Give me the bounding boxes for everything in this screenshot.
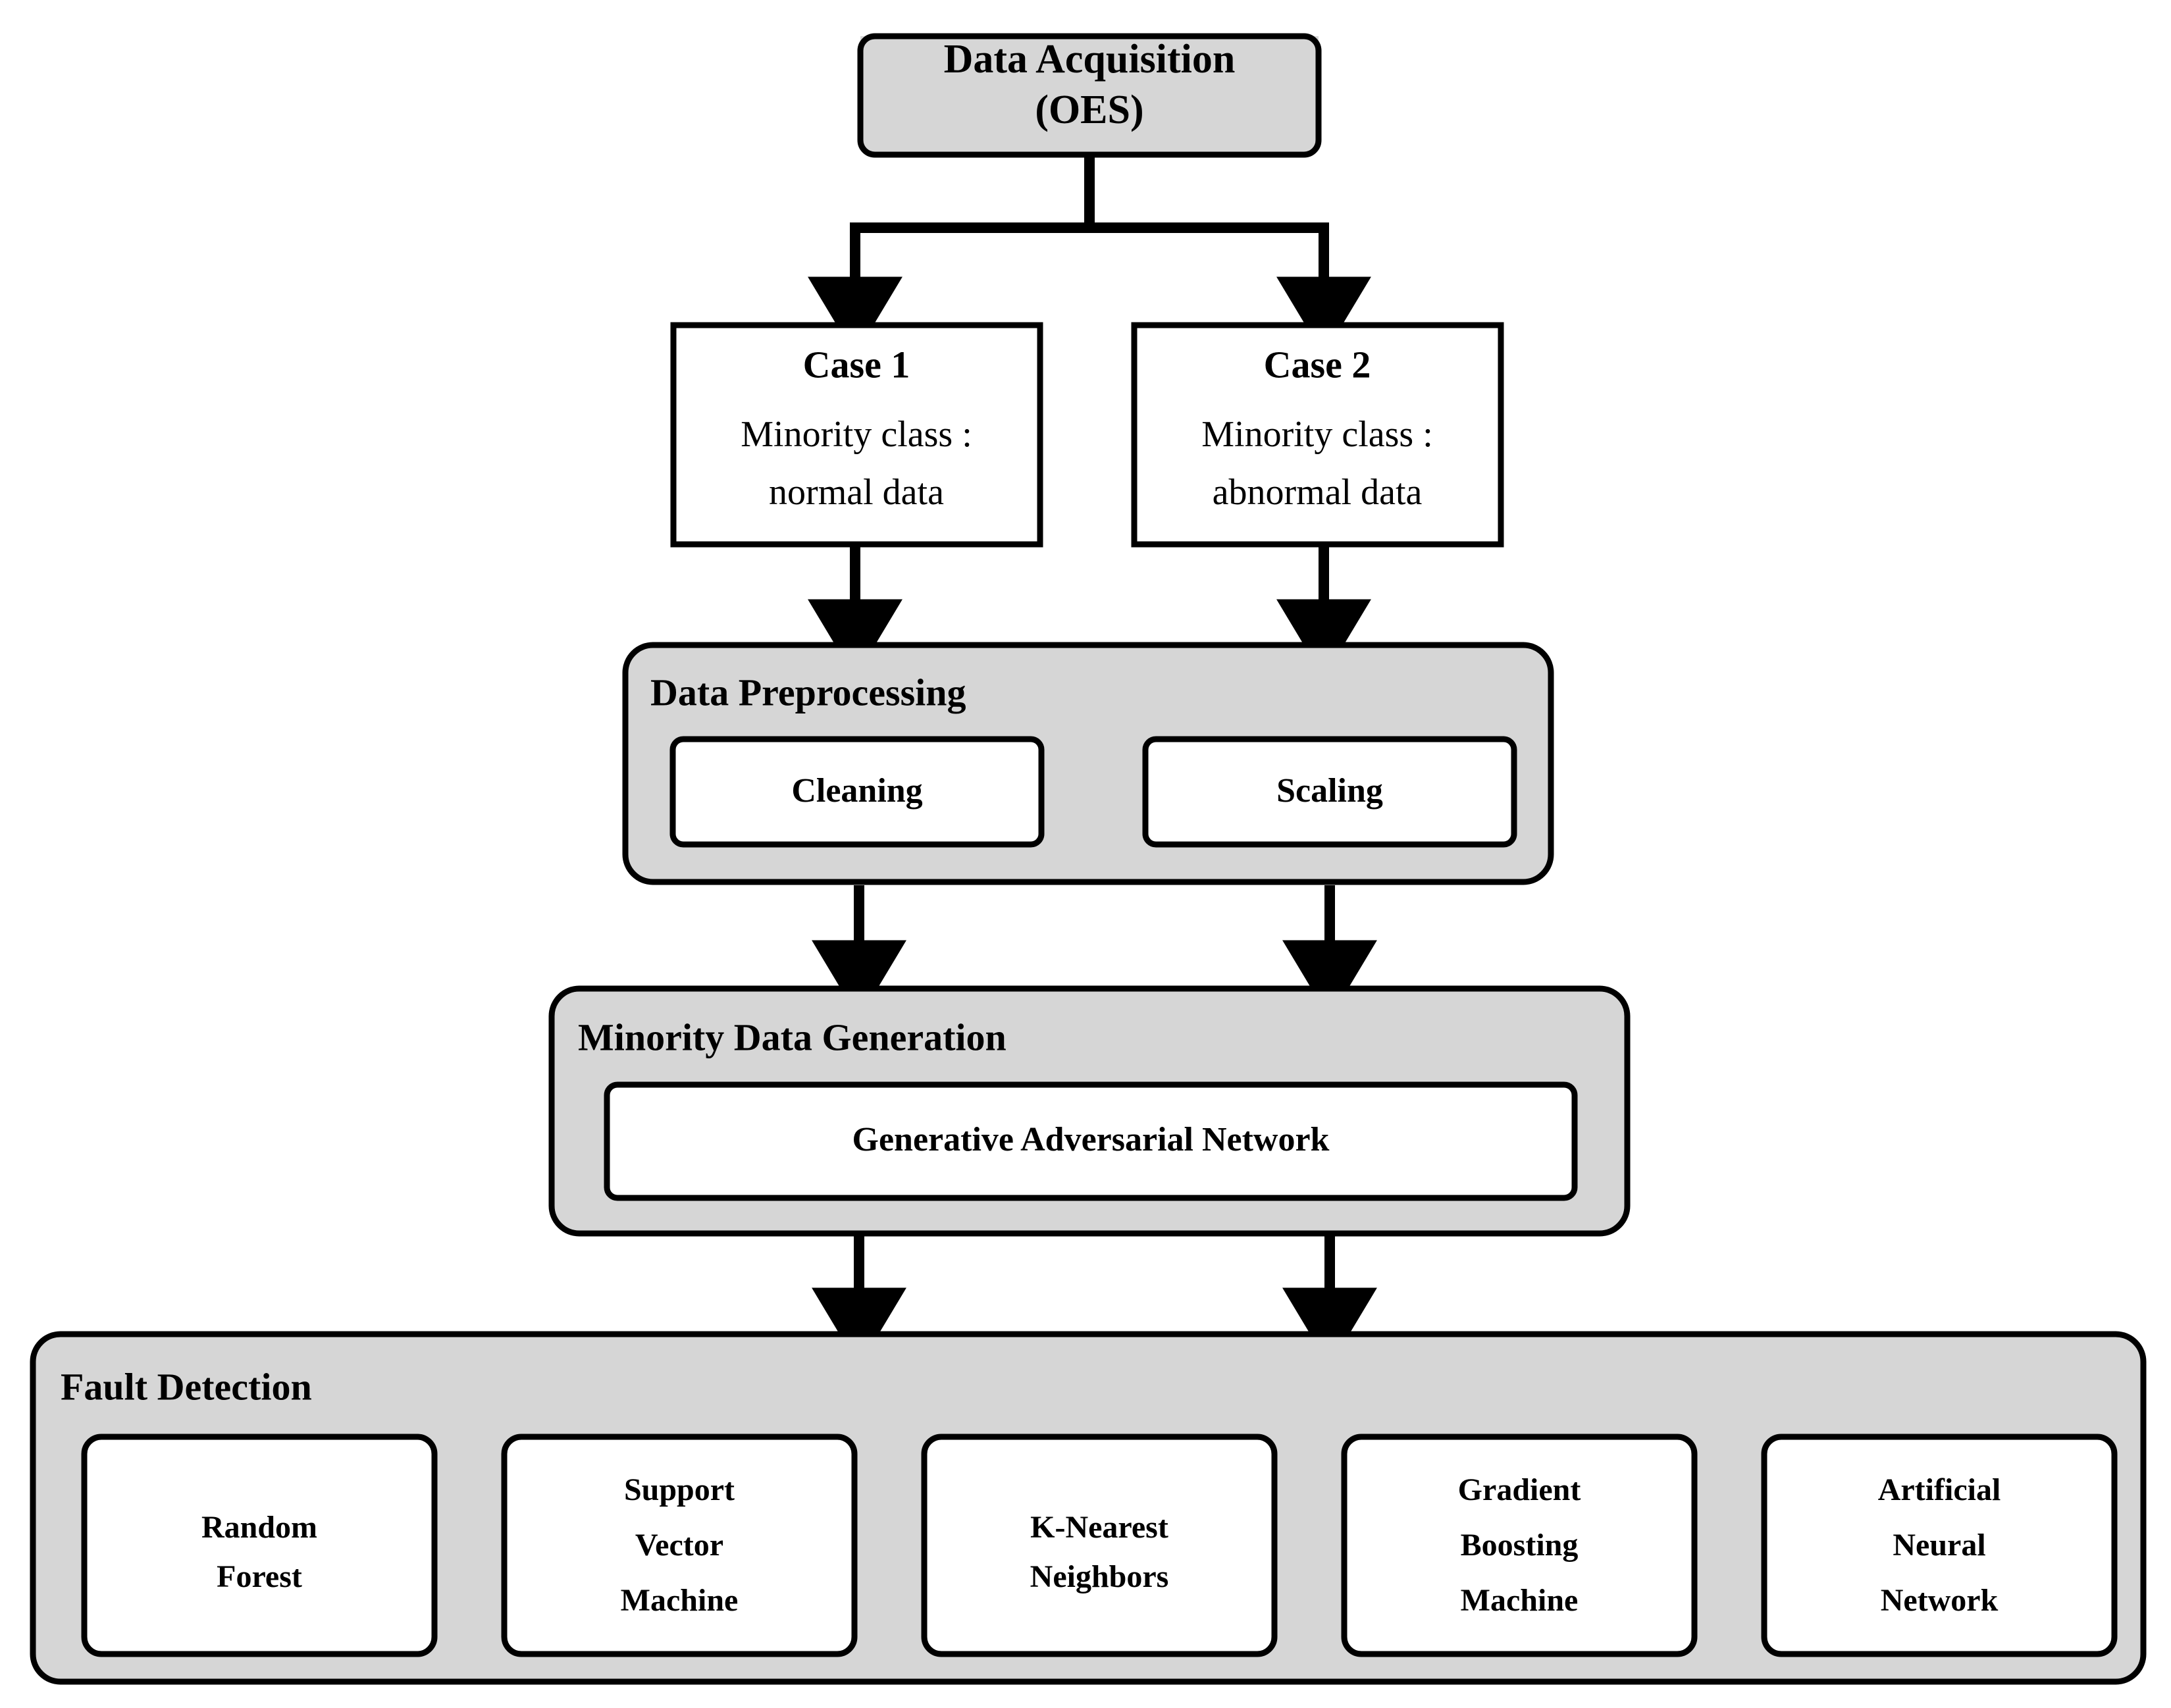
cleaning-box [669,736,1045,848]
artificial-neural-network-line-2: Neural [1893,1528,1985,1563]
support-vector-machine-line-1: Support [624,1472,735,1507]
case-1-box [670,322,1043,548]
random-forest-line-1: Random [201,1510,317,1545]
case-1-title: Case 1 [803,343,910,386]
artificial-neural-network-line-1: Artificial [1878,1472,2001,1507]
data-acquisition-line1: Data Acquisition [944,37,1236,82]
preprocessing-step-scaling[interactable]: Scaling [1142,736,1517,848]
gan-label: Generative Adversarial Network [852,1121,1330,1158]
model-k-nearest-neighbors[interactable]: K-Nearest Neighbors [921,1434,1278,1657]
node-data-preprocessing[interactable]: Data Preprocessing Cleaning Scaling [622,642,1554,885]
support-vector-machine-line-3: Machine [621,1583,739,1618]
data-acquisition-line2: (OES) [1035,88,1143,132]
artificial-neural-network-box [1761,1434,2118,1657]
k-nearest-neighbors-line-1: K-Nearest [1030,1510,1168,1545]
gradient-boosting-machine-box [1341,1434,1698,1657]
minority-data-generation-heading: Minority Data Generation [578,1016,1007,1058]
model-artificial-neural-network[interactable]: Artificial Neural Network [1761,1434,2118,1657]
node-data-acquisition[interactable]: Data Acquisition (OES) [857,33,1322,158]
case-2-line1: Minority class : [1201,414,1433,455]
data-acquisition-box [857,33,1322,158]
artificial-neural-network-line-3: Network [1881,1583,1999,1618]
model-support-vector-machine[interactable]: Support Vector Machine [501,1434,858,1657]
case-2-box [1131,322,1504,548]
scaling-box [1142,736,1517,848]
support-vector-machine-box [501,1434,858,1657]
preprocessing-step-cleaning[interactable]: Cleaning [669,736,1045,848]
k-nearest-neighbors-line-2: Neighbors [1030,1559,1169,1594]
node-case-1[interactable]: Case 1 Minority class : normal data [670,322,1043,548]
generation-method-gan[interactable]: Generative Adversarial Network [604,1081,1578,1201]
model-random-forest[interactable]: Random Forest [81,1434,438,1657]
data-preprocessing-heading: Data Preprocessing [650,671,966,713]
case-1-line1: Minority class : [741,414,972,455]
gradient-boosting-machine-line-3: Machine [1461,1583,1579,1618]
k-nearest-neighbors-box [921,1434,1278,1657]
support-vector-machine-line-2: Vector [635,1528,723,1563]
case-1-line2: normal data [769,472,944,513]
fault-detection-heading: Fault Detection [61,1365,312,1408]
random-forest-line-2: Forest [217,1559,302,1594]
node-minority-data-generation[interactable]: Minority Data Generation Generative Adve… [548,985,1631,1237]
random-forest-box [81,1434,438,1657]
gradient-boosting-machine-line-1: Gradient [1458,1472,1581,1507]
node-fault-detection[interactable]: Fault Detection Random Forest Support Ve… [30,1331,2147,1685]
scaling-label: Scaling [1276,772,1383,810]
case-2-title: Case 2 [1264,343,1371,386]
model-gradient-boosting-machine[interactable]: Gradient Boosting Machine [1341,1434,1698,1657]
gradient-boosting-machine-line-2: Boosting [1461,1528,1579,1563]
cleaning-label: Cleaning [791,772,922,810]
node-case-2[interactable]: Case 2 Minority class : abnormal data [1131,322,1504,548]
gan-box [604,1081,1578,1201]
case-2-line2: abnormal data [1213,472,1423,513]
